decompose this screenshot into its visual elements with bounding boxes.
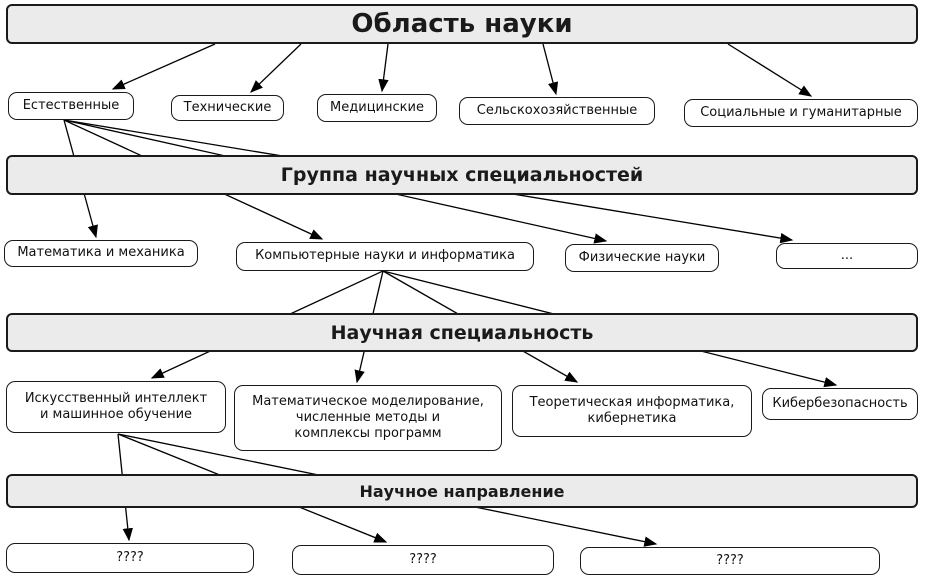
header-specialty-group-label: Группа научных специальностей (280, 164, 644, 186)
node-ellipsis: ... (776, 243, 918, 269)
node-natural-sciences-label: Естественные (22, 97, 120, 113)
node-direction-1: ???? (6, 543, 254, 573)
node-cybersecurity: Кибербезопасность (762, 388, 918, 420)
header-scientific-specialty-label: Научная специальность (330, 321, 594, 344)
node-agricultural-sciences: Сельскохозяйственные (459, 97, 655, 125)
header-science-area-label: Область науки (351, 9, 573, 39)
node-theoretical-informatics: Теоретическая информатика, кибернетика (512, 385, 752, 437)
node-technical-sciences-label: Технические (183, 99, 272, 115)
node-math-modeling: Математическое моделирование, численные … (234, 385, 502, 451)
node-direction-3-label: ???? (716, 552, 744, 568)
node-direction-1-label: ???? (116, 549, 144, 565)
node-physical-sciences-label: Физические науки (578, 249, 706, 265)
node-physical-sciences: Физические науки (565, 244, 719, 272)
node-medical-sciences-label: Медицинские (330, 99, 424, 115)
node-math-mechanics: Математика и механика (4, 240, 198, 267)
node-direction-2-label: ???? (409, 551, 437, 567)
header-science-area: Область науки (6, 4, 918, 44)
node-agricultural-sciences-label: Сельскохозяйственные (476, 102, 638, 118)
node-ai-ml: Искусственный интеллект и машинное обуче… (6, 381, 226, 433)
header-scientific-specialty: Научная специальность (6, 313, 918, 352)
node-direction-2: ???? (292, 545, 554, 575)
node-theoretical-informatics-label: Теоретическая информатика, кибернетика (529, 394, 735, 426)
node-cybersecurity-label: Кибербезопасность (772, 395, 908, 411)
node-technical-sciences: Технические (171, 95, 284, 121)
node-computer-science-informatics: Компьютерные науки и информатика (236, 242, 534, 271)
node-ai-ml-label: Искусственный интеллект и машинное обуче… (24, 390, 208, 422)
header-research-direction: Научное направление (6, 474, 918, 508)
node-social-humanities: Социальные и гуманитарные (684, 99, 918, 127)
node-direction-3: ???? (580, 547, 880, 575)
node-natural-sciences: Естественные (8, 92, 134, 120)
node-math-modeling-label: Математическое моделирование, численные … (252, 393, 484, 442)
node-ellipsis-label: ... (840, 247, 854, 263)
node-medical-sciences: Медицинские (317, 94, 437, 122)
node-math-mechanics-label: Математика и механика (17, 245, 185, 261)
header-specialty-group: Группа научных специальностей (6, 155, 918, 195)
node-computer-science-informatics-label: Компьютерные науки и информатика (255, 248, 515, 264)
node-social-humanities-label: Социальные и гуманитарные (700, 104, 902, 120)
header-research-direction-label: Научное направление (359, 481, 565, 501)
